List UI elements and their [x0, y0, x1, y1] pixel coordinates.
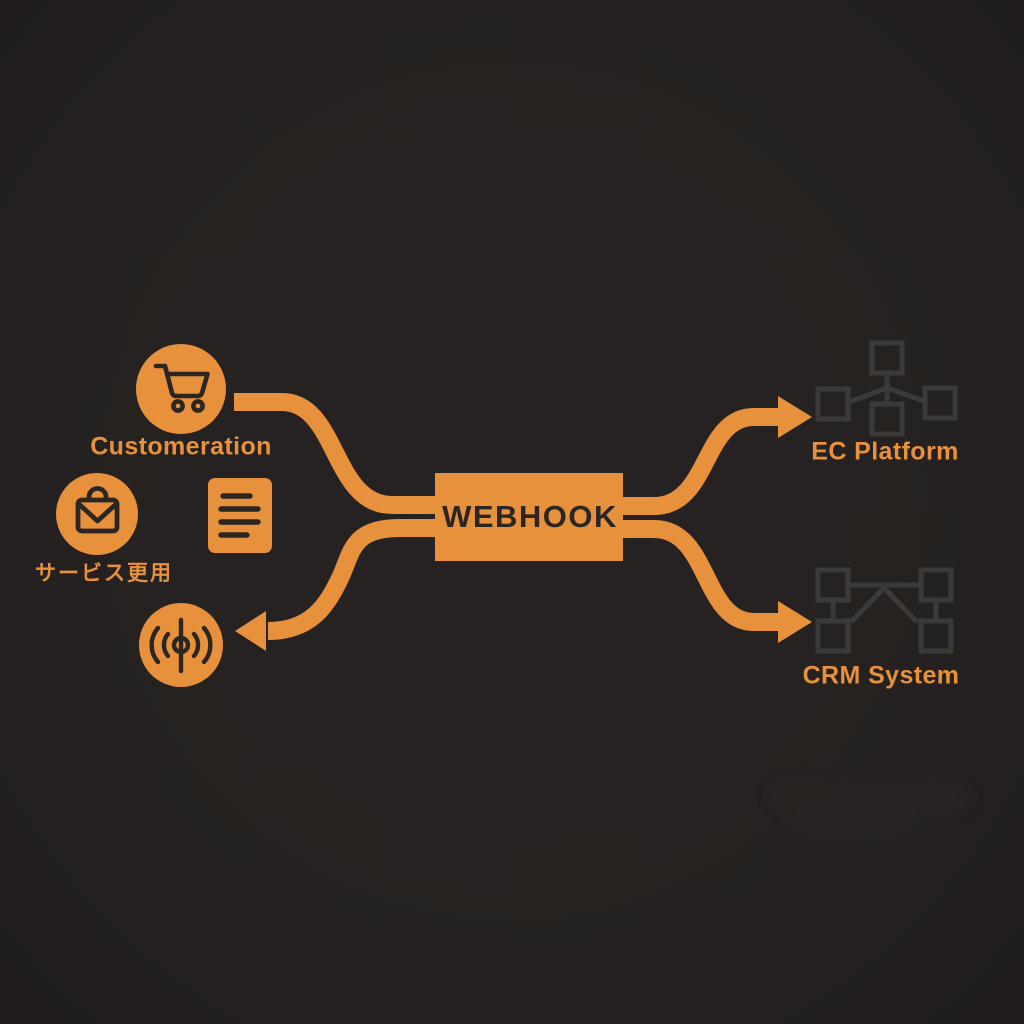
pipe-webhook-to-broadcast — [267, 519, 436, 640]
shopping-cart-icon — [136, 344, 226, 434]
webhook-box — [435, 473, 623, 561]
customeration-label: Customeration — [90, 432, 272, 461]
service-usage-label: サービス更用 — [35, 562, 173, 585]
crm-system-label: CRM System — [802, 661, 960, 690]
pipe-cart-to-webhook — [234, 393, 436, 514]
arrowhead-to-ec — [778, 396, 812, 438]
broadcast-icon — [139, 603, 223, 687]
ghost-smudge — [770, 781, 972, 840]
briefcase-icon — [56, 473, 138, 555]
pipe-webhook-to-crm — [622, 520, 779, 631]
network-mesh-icon — [815, 567, 954, 654]
network-hub-icon — [815, 340, 958, 437]
pipe-webhook-to-ec — [622, 408, 779, 515]
ec-platform-label: EC Platform — [811, 437, 959, 466]
webhook-label: WEBHOOK — [442, 499, 618, 534]
arrowhead-to-crm — [778, 601, 812, 643]
arrowhead-to-broadcast — [235, 611, 266, 651]
document-icon — [208, 478, 272, 553]
